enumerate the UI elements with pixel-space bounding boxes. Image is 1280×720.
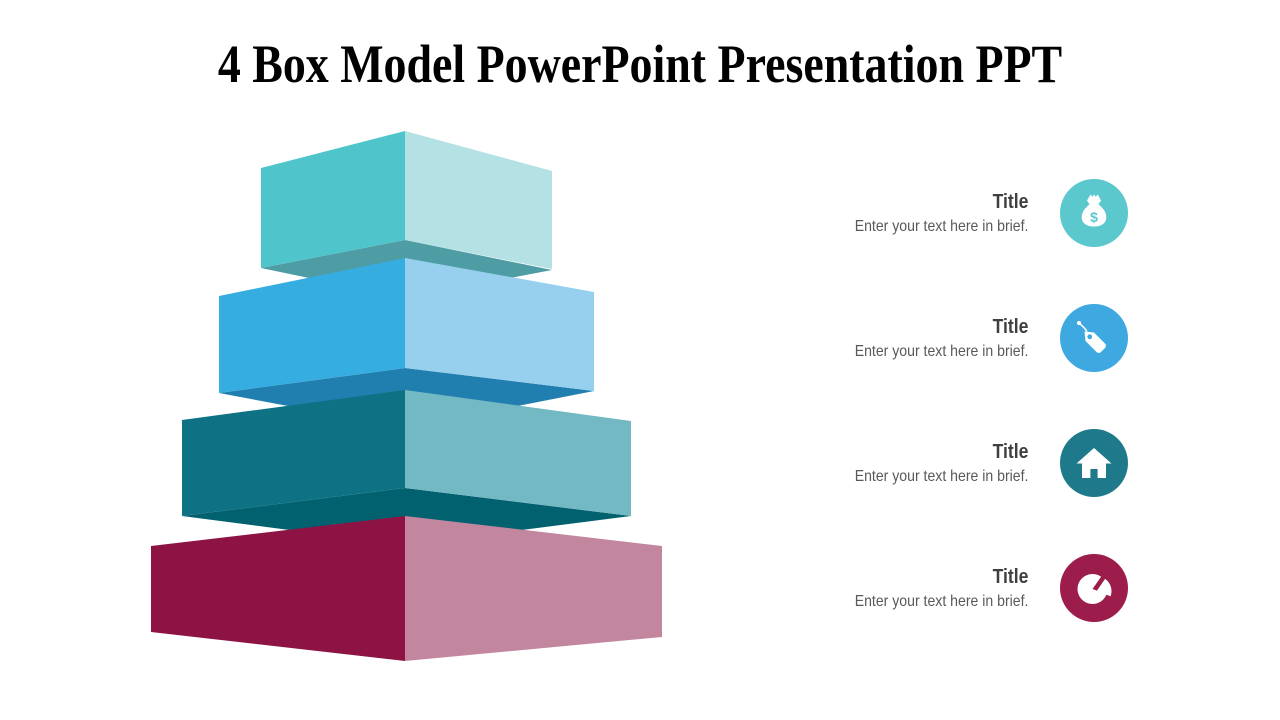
pyramid-layer-1-right-face bbox=[405, 131, 552, 269]
list-item: Title Enter your text here in brief. bbox=[800, 423, 1140, 503]
item-title: Title bbox=[992, 440, 1028, 463]
item-badge bbox=[1060, 429, 1128, 497]
pyramid-layer-2-right-face bbox=[405, 258, 594, 391]
money-bag-icon: $ bbox=[1081, 194, 1107, 227]
pyramid-layer-2-left-face bbox=[219, 258, 405, 393]
price-tag-icon bbox=[1076, 320, 1106, 353]
pyramid-layer-3-left-face bbox=[182, 390, 405, 516]
item-badge: $ bbox=[1060, 179, 1128, 247]
item-text-block: Title Enter your text here in brief. bbox=[854, 423, 1028, 503]
item-title: Title bbox=[992, 315, 1028, 338]
item-title: Title bbox=[992, 190, 1028, 213]
badge-circle bbox=[1060, 554, 1128, 622]
home-icon bbox=[1076, 448, 1112, 478]
pyramid-layer-1-left-face bbox=[261, 131, 405, 268]
item-text-block: Title Enter your text here in brief. bbox=[854, 173, 1028, 253]
dollar-glyph: $ bbox=[1090, 209, 1098, 225]
item-description: Enter your text here in brief. bbox=[854, 217, 1028, 235]
pie-chart-icon bbox=[1077, 573, 1112, 604]
slide-title: 4 Box Model PowerPoint Presentation PPT bbox=[217, 34, 1063, 94]
item-badge bbox=[1060, 304, 1128, 372]
item-description: Enter your text here in brief. bbox=[854, 592, 1028, 610]
pyramid-layer-4-right-face bbox=[405, 516, 662, 661]
pyramid-layer-4-left-face bbox=[151, 516, 405, 661]
item-description: Enter your text here in brief. bbox=[854, 467, 1028, 485]
list-item: Title Enter your text here in brief. bbox=[800, 298, 1140, 378]
item-text-block: Title Enter your text here in brief. bbox=[854, 548, 1028, 628]
pyramid-layer-3-right-face bbox=[405, 390, 631, 516]
item-title: Title bbox=[992, 565, 1028, 588]
item-text-block: Title Enter your text here in brief. bbox=[854, 298, 1028, 378]
item-badge bbox=[1060, 554, 1128, 622]
list-item: Title Enter your text here in brief. bbox=[800, 548, 1140, 628]
list-item: Title Enter your text here in brief. $ bbox=[800, 173, 1140, 253]
item-description: Enter your text here in brief. bbox=[854, 342, 1028, 360]
